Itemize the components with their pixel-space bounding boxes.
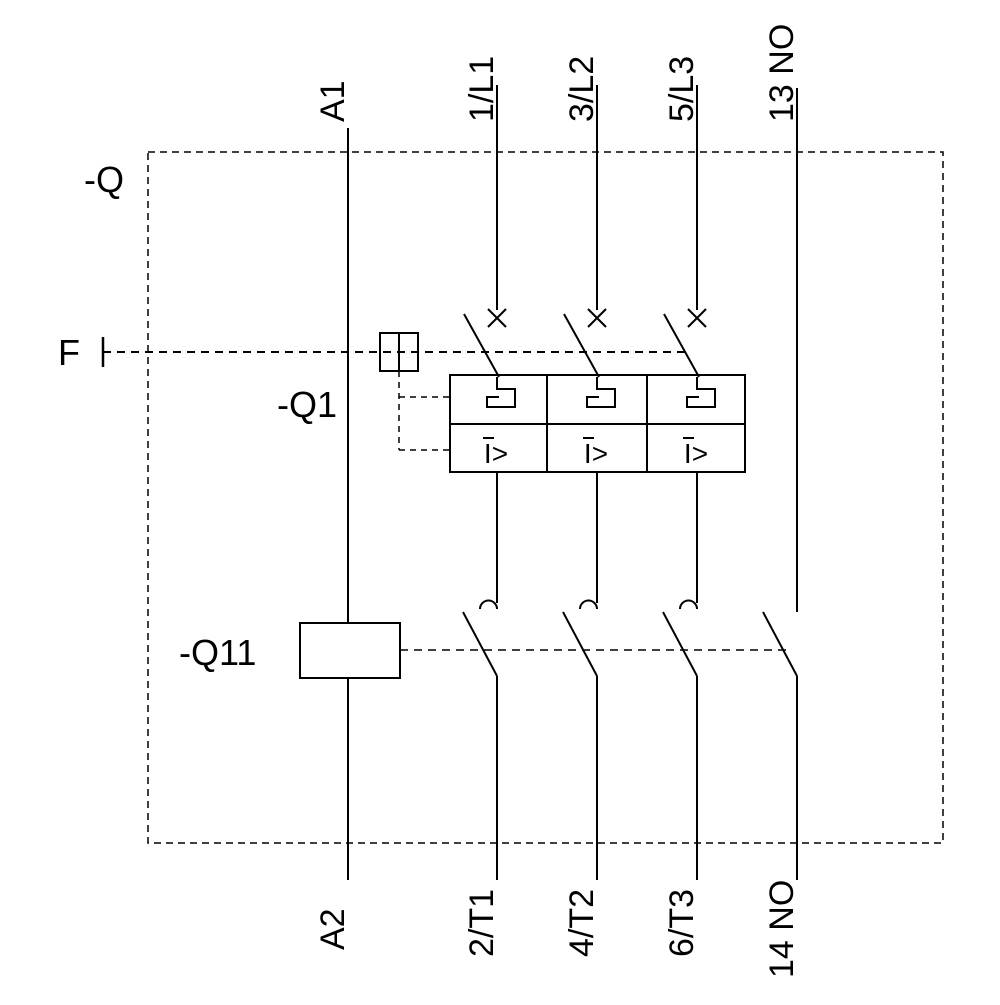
contactor-label: -Q11 xyxy=(179,632,256,673)
release-label: F xyxy=(58,332,80,373)
terminal-label-13no: 13 NO xyxy=(763,24,801,122)
terminal-label-4t2: 4/T2 xyxy=(563,889,601,957)
terminal-label-a1: A1 xyxy=(314,80,352,122)
breaker-blades xyxy=(463,313,700,378)
contact-cross-l1-icon xyxy=(487,308,507,328)
contactor-coil xyxy=(299,622,401,679)
terminal-label-14no: 14 NO xyxy=(763,880,801,978)
terminal-label-3l2: 3/L2 xyxy=(563,56,601,122)
conductor-lines xyxy=(347,85,798,880)
contactor-blade-t1 xyxy=(462,611,498,677)
contactor-blade-14no xyxy=(762,611,798,677)
latch-symbol-l2-icon xyxy=(586,377,616,408)
contactor-blade-t2 xyxy=(562,611,598,677)
contact-cross-l2-icon xyxy=(587,308,607,328)
terminal-label-6t3: 6/T3 xyxy=(663,889,701,957)
contactor-blade-t3 xyxy=(662,611,698,677)
main-contact-arcs xyxy=(479,599,698,610)
overcurrent-symbol-1: I> xyxy=(484,438,508,469)
contact-arc-t2-icon xyxy=(579,599,598,610)
breaker-label: -Q1 xyxy=(277,384,337,425)
mechanical-link-to-trip-box xyxy=(398,371,450,451)
latch-symbol-l3-icon xyxy=(686,377,716,408)
contact-arc-t3-icon xyxy=(679,599,698,610)
terminal-label-1l1: 1/L1 xyxy=(463,56,501,122)
enclosure-border xyxy=(147,151,944,844)
contactor-blades xyxy=(462,611,798,677)
release-mechanism xyxy=(101,332,685,451)
breaker-blade-l1 xyxy=(463,313,500,378)
terminal-label-5l3: 5/L3 xyxy=(663,56,701,122)
device-label: -Q xyxy=(84,159,124,200)
contact-cross-l3-icon xyxy=(687,308,707,328)
contactor-q11 xyxy=(299,599,798,679)
breaker-blade-l2 xyxy=(563,313,600,378)
terminal-label-2t1: 2/T1 xyxy=(463,889,501,957)
breaker-blade-l3 xyxy=(663,313,700,378)
contact-arc-t1-icon xyxy=(479,599,498,610)
breaker-trip-box xyxy=(449,374,746,473)
breaker-contact-crosses xyxy=(487,308,707,328)
overcurrent-symbol-3: I> xyxy=(684,438,708,469)
overcurrent-symbol-2: I> xyxy=(584,438,608,469)
latch-symbol-l1-icon xyxy=(486,377,516,408)
terminal-label-a2: A2 xyxy=(314,908,352,950)
